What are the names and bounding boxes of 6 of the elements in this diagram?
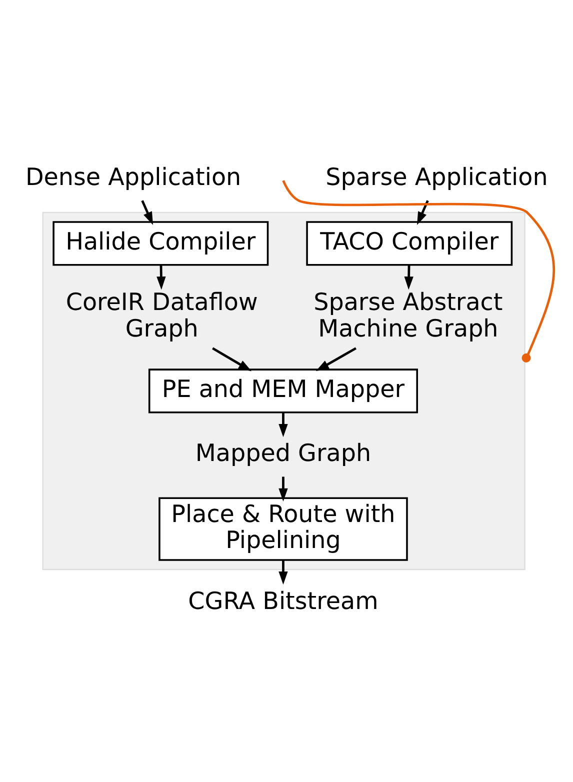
node-text: Sparse Abstract Machine Graph [314, 288, 503, 342]
node-text: CoreIR Dataflow Graph [66, 288, 258, 342]
node-text: Mapped Graph [195, 439, 372, 468]
node-text: CGRA Bitstream [188, 586, 378, 615]
node-text: Sparse Application [326, 163, 548, 192]
node-text: Dense Application [25, 163, 242, 192]
